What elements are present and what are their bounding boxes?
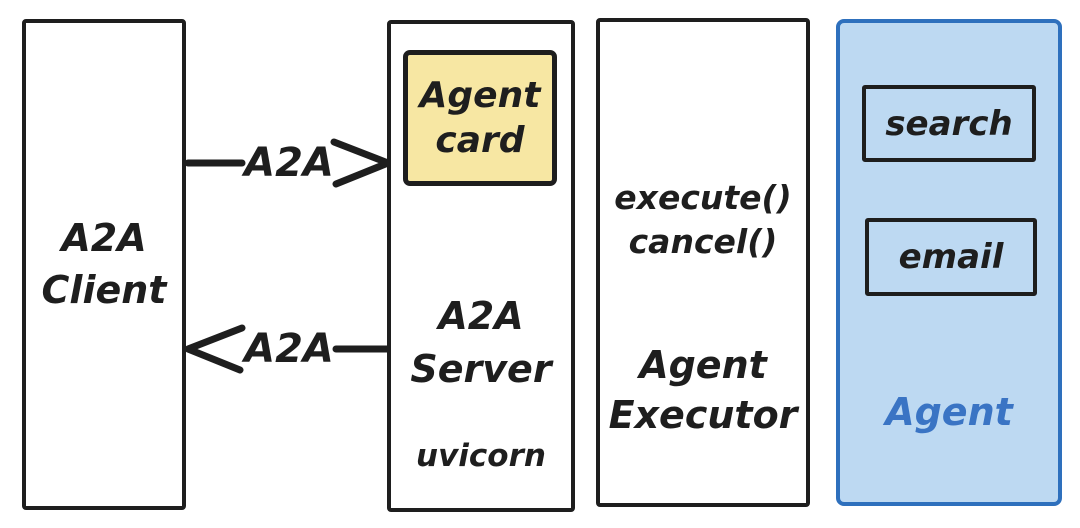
arrow-response-label: A2A bbox=[244, 326, 334, 372]
server-runtime-label: uvicorn bbox=[416, 438, 546, 474]
server-label: A2A Server bbox=[410, 294, 552, 391]
left-arrow-icon bbox=[184, 324, 394, 374]
executor-box: execute() cancel() Agent Executor bbox=[596, 18, 810, 507]
agent-box: search email Agent bbox=[836, 19, 1062, 506]
executor-label: Agent Executor bbox=[608, 343, 798, 437]
arrow-request-label: A2A bbox=[244, 140, 334, 186]
skill-email-box: email bbox=[865, 218, 1037, 296]
client-label: A2A Client bbox=[41, 216, 167, 312]
agent-label: Agent bbox=[885, 390, 1013, 434]
client-box: A2A Client bbox=[22, 19, 186, 510]
skill-search-box: search bbox=[862, 85, 1036, 162]
arrow-response: A2A bbox=[184, 320, 394, 378]
server-box: Agent card A2A Server uvicorn bbox=[387, 20, 575, 512]
agent-card: Agent card bbox=[403, 50, 557, 186]
arrow-request: A2A bbox=[184, 134, 394, 192]
skill-email-label: email bbox=[898, 237, 1004, 277]
executor-methods-label: execute() cancel() bbox=[614, 178, 792, 261]
skill-search-label: search bbox=[885, 103, 1013, 144]
